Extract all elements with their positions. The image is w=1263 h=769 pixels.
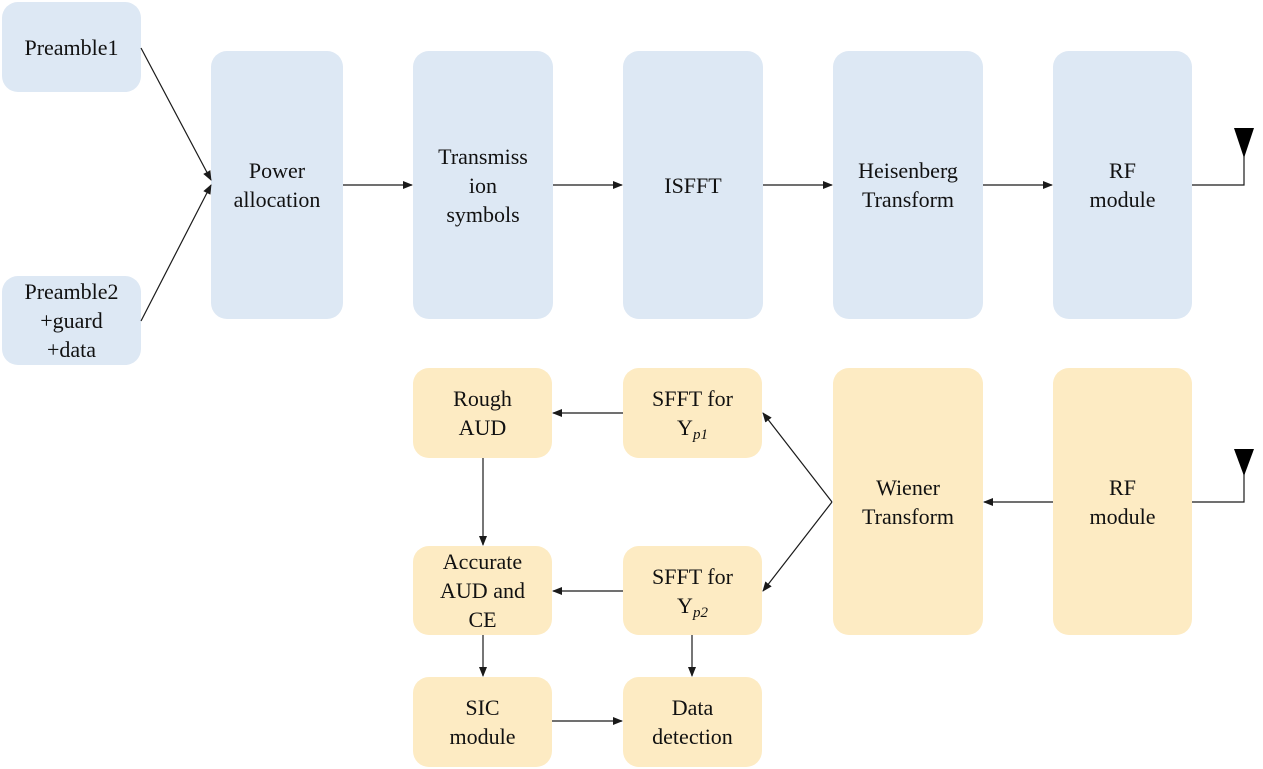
sfft-yp2-symbol: Yp2 bbox=[652, 591, 733, 621]
sfft-yp2-subscript: p2 bbox=[692, 604, 708, 621]
transmission-symbols-block: Transmiss ion symbols bbox=[413, 51, 553, 319]
rx-antenna-feed bbox=[1192, 470, 1245, 503]
sfft-yp1-subscript: p1 bbox=[692, 427, 708, 443]
heisenberg-transform-block: Heisenberg Transform bbox=[833, 51, 983, 319]
tx-antenna-feed bbox=[1192, 154, 1245, 186]
preamble2-label: Preamble2 +guard +data bbox=[24, 279, 119, 362]
rough-aud-label: Rough AUD bbox=[453, 386, 512, 440]
accurate-aud-ce-block: Accurate AUD and CE bbox=[413, 546, 552, 635]
rough-aud-block: Rough AUD bbox=[413, 368, 552, 458]
sfft-yp1-line1: SFFT for bbox=[652, 386, 733, 411]
arrow-wiener-to-sfft-p2 bbox=[762, 501, 833, 592]
sfft-yp2-line1: SFFT for bbox=[652, 563, 733, 589]
power-allocation-label: Power allocation bbox=[233, 158, 321, 212]
tx-rf-module-block: RF module bbox=[1053, 51, 1192, 319]
sfft-yp1-base: Y bbox=[677, 415, 693, 440]
arrow-wiener-to-sfft-p1 bbox=[762, 412, 833, 503]
transmission-symbols-label: Transmiss ion symbols bbox=[438, 143, 528, 227]
tx-antenna-icon bbox=[1234, 128, 1254, 158]
rx-rf-module-label: RF module bbox=[1089, 474, 1156, 529]
sfft-yp1-label: SFFT for Yp1 bbox=[652, 384, 733, 443]
arrow-preamble2-to-power bbox=[140, 184, 212, 322]
tx-rf-module-label: RF module bbox=[1089, 158, 1156, 212]
sfft-yp2-label: SFFT for Yp2 bbox=[652, 562, 733, 621]
sfft-yp2-block: SFFT for Yp2 bbox=[623, 546, 762, 635]
rx-rf-module-block: RF module bbox=[1053, 368, 1192, 635]
sfft-yp1-block: SFFT for Yp1 bbox=[623, 368, 762, 458]
sfft-yp2-base: Y bbox=[677, 592, 693, 618]
wiener-transform-label: Wiener Transform bbox=[861, 474, 955, 529]
sfft-yp1-symbol: Yp1 bbox=[652, 413, 733, 443]
rx-antenna-icon bbox=[1234, 449, 1254, 476]
preamble1-label: Preamble1 bbox=[24, 34, 119, 60]
preamble2-block: Preamble2 +guard +data bbox=[2, 276, 141, 365]
heisenberg-transform-label: Heisenberg Transform bbox=[858, 158, 958, 212]
accurate-aud-ce-label: Accurate AUD and CE bbox=[440, 549, 525, 632]
isfft-label: ISFFT bbox=[664, 172, 722, 198]
sic-module-block: SIC module bbox=[413, 677, 552, 767]
preamble1-block: Preamble1 bbox=[2, 2, 141, 92]
wiener-transform-block: Wiener Transform bbox=[833, 368, 983, 635]
data-detection-label: Data detection bbox=[652, 695, 733, 749]
arrow-preamble1-to-power bbox=[140, 47, 212, 181]
sic-module-label: SIC module bbox=[449, 695, 516, 749]
data-detection-block: Data detection bbox=[623, 677, 762, 767]
isfft-block: ISFFT bbox=[623, 51, 763, 319]
power-allocation-block: Power allocation bbox=[211, 51, 343, 319]
